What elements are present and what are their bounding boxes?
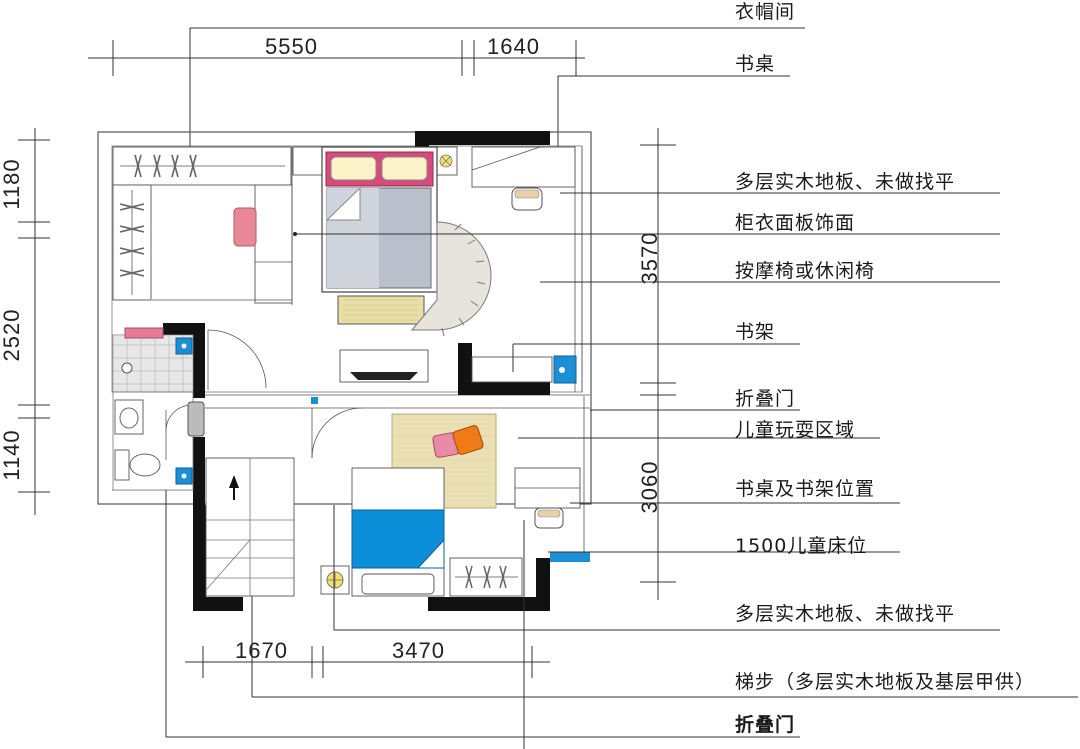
stairs	[205, 457, 295, 597]
dim-bottom-3470: 3470	[392, 638, 445, 663]
label-kids-play-area: 儿童玩耍区域	[735, 419, 855, 441]
dim-left-1140: 1140	[0, 429, 24, 480]
kids-wardrobe	[449, 557, 523, 597]
label-folding-door-upper: 折叠门	[735, 388, 795, 410]
label-kids-bed: 1500儿童床位	[735, 535, 867, 557]
dim-bottom-1670: 1670	[235, 638, 288, 663]
dim-top-5550: 5550	[265, 34, 318, 59]
right-dimension-line	[640, 128, 676, 600]
bookshelf	[311, 349, 577, 404]
dim-right-3570: 3570	[637, 232, 662, 285]
top-dimension-line	[88, 27, 805, 160]
label-desk-bookshelf-position: 书桌及书架位置	[735, 478, 875, 500]
desk-upper	[471, 146, 576, 211]
label-wood-floor-lower: 多层实木地板、未做找平	[735, 603, 955, 625]
label-stairs: 梯步（多层实木地板及基层甲供）	[735, 671, 1035, 693]
label-folding-door-lower: 折叠门	[735, 713, 795, 736]
kids-bed	[320, 467, 445, 597]
leader-lines	[165, 192, 1078, 749]
dim-top-1640: 1640	[487, 34, 540, 59]
left-dimension-line	[18, 128, 50, 515]
dim-right-3060: 3060	[637, 461, 662, 514]
master-bed	[292, 146, 492, 337]
bottom-dimension-line	[185, 646, 550, 678]
kids-desk	[514, 467, 590, 562]
label-wood-floor-upper: 多层实木地板、未做找平	[735, 171, 955, 193]
bathroom	[112, 327, 205, 491]
label-desk: 书桌	[735, 53, 775, 75]
label-walk-in-closet: 衣帽间	[735, 1, 795, 23]
dim-left-1180: 1180	[0, 158, 24, 209]
walk-in-wardrobe	[112, 146, 293, 305]
door-swings	[207, 329, 363, 459]
dim-left-2520: 2520	[0, 309, 24, 362]
label-wardrobe-panel: 柜衣面板饰面	[735, 212, 855, 234]
label-massage-chair: 按摩椅或休闲椅	[735, 260, 875, 282]
label-bookshelf: 书架	[735, 321, 775, 343]
